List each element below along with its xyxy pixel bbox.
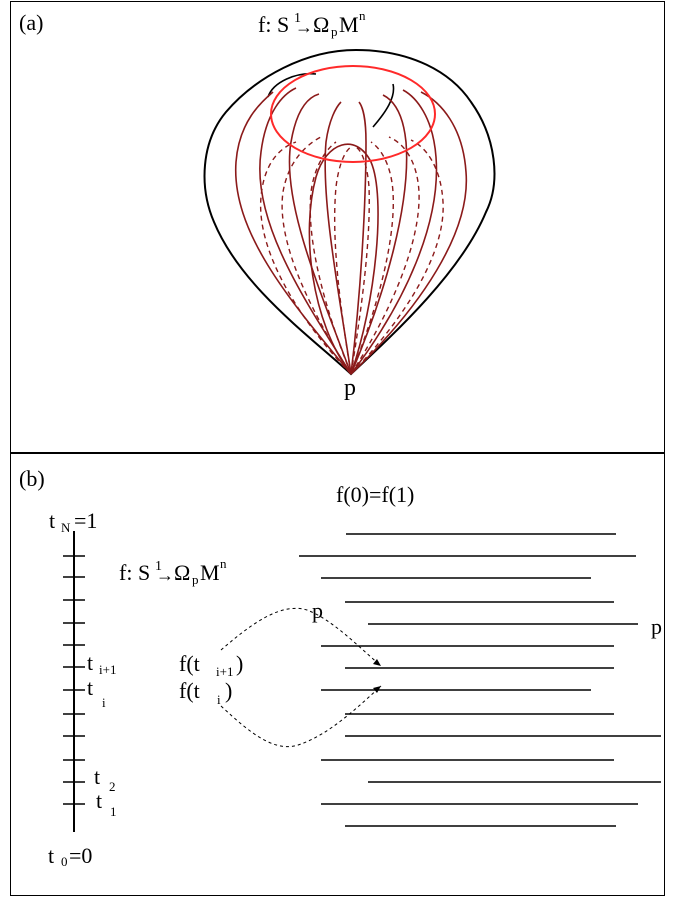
- hole-rim-right: [372, 83, 395, 128]
- t-1-label: t 1: [96, 788, 117, 819]
- svg-text:=1: =1: [74, 508, 97, 533]
- map-m: M: [200, 560, 220, 585]
- solid-loops: [234, 87, 468, 375]
- svg-text:i: i: [217, 692, 221, 707]
- arrowhead-upper: [373, 659, 381, 666]
- dashed-loop-5: [350, 141, 394, 375]
- panel-a-title: f: S 1 → Ω p M n: [258, 8, 366, 39]
- t-2-label: t 2: [94, 764, 116, 794]
- svg-text:t: t: [48, 843, 54, 868]
- svg-text:): ): [236, 651, 243, 676]
- solid-loop-9: [308, 143, 379, 375]
- t-0-label: t 0 =0: [48, 843, 92, 869]
- dashed-loop-7: [350, 139, 444, 375]
- title-m: M: [339, 12, 359, 37]
- panel-a: (a) f: S 1 → Ω p M n: [10, 1, 665, 453]
- t-i-plus-1-label: t i+1: [87, 650, 116, 677]
- panel-b: (b) f(0)=f(1) f: S 1 → Ω p M n: [10, 453, 665, 896]
- solid-loop-4: [324, 101, 352, 375]
- map-omega: Ω: [174, 560, 190, 585]
- svg-text:t: t: [87, 675, 93, 700]
- svg-text:t: t: [87, 650, 93, 675]
- point-p-right: p: [651, 614, 662, 639]
- panel-b-figure: (b) f(0)=f(1) f: S 1 → Ω p M n: [19, 466, 662, 869]
- f-t-i-plus-1: f(t i+1 ): [179, 651, 243, 679]
- title-f-s: f: S: [258, 12, 289, 37]
- dashed-loop-4: [350, 146, 370, 375]
- map-sup-n: n: [220, 556, 227, 571]
- svg-text:=0: =0: [69, 843, 92, 868]
- map-f-s: f: S: [119, 560, 150, 585]
- dashed-loop-6: [350, 136, 420, 375]
- dashed-loop-2: [309, 141, 352, 375]
- t-i-label: t i: [87, 675, 106, 710]
- svg-text:t: t: [96, 788, 102, 813]
- loop-segments: [299, 533, 661, 827]
- point-p-left: p: [312, 598, 323, 623]
- svg-text:t: t: [94, 764, 100, 789]
- map-arrow: →: [156, 565, 174, 585]
- svg-text:t: t: [49, 508, 55, 533]
- map-arrows: [220, 607, 382, 748]
- solid-loop-6: [350, 94, 408, 375]
- svg-text:): ): [225, 678, 232, 703]
- base-loop-circle: [270, 65, 436, 163]
- solid-loop-2: [259, 87, 352, 375]
- dashed-loops: [259, 136, 444, 375]
- panel-a-figure: (a) f: S 1 → Ω p M n: [19, 8, 496, 401]
- svg-text:f(t: f(t: [179, 678, 200, 703]
- f-t-i: f(t i ): [179, 678, 232, 707]
- point-p: p: [344, 375, 356, 401]
- svg-text:f(t: f(t: [179, 651, 200, 676]
- hole-rim-left: [267, 72, 317, 98]
- arrow-to-f-t-i: [220, 685, 382, 748]
- map-sup-1: 1: [155, 559, 162, 574]
- panel-b-label: (b): [19, 466, 45, 491]
- svg-text:1: 1: [110, 804, 117, 819]
- title-arrow: →: [295, 17, 313, 37]
- axis-ticks: [63, 555, 85, 805]
- dashed-loop-1: [281, 136, 352, 375]
- panel-a-label: (a): [19, 10, 43, 35]
- title-omega: Ω: [313, 12, 329, 37]
- svg-text:i+1: i+1: [216, 664, 233, 679]
- title-sub-p: p: [331, 24, 338, 39]
- dashed-loop-8: [259, 141, 352, 375]
- svg-text:i+1: i+1: [99, 662, 116, 677]
- periodic-condition: f(0)=f(1): [336, 482, 414, 507]
- solid-loop-1: [234, 91, 352, 375]
- dashed-loop-3: [334, 146, 352, 375]
- solid-loop-3: [288, 93, 352, 375]
- map-label: f: S 1 → Ω p M n: [119, 556, 227, 587]
- svg-text:0: 0: [61, 854, 68, 869]
- map-sub-p: p: [192, 572, 199, 587]
- title-sup-1: 1: [294, 11, 301, 26]
- arrow-to-f-t-i-plus-1: [220, 607, 382, 667]
- solid-loop-5: [350, 101, 367, 375]
- title-sup-n: n: [359, 8, 366, 23]
- solid-loop-8: [350, 91, 468, 375]
- solid-loop-7: [350, 89, 438, 375]
- svg-text:i: i: [102, 695, 106, 710]
- tN-label: t N =1: [49, 508, 97, 535]
- svg-text:2: 2: [109, 779, 116, 794]
- loop-space-outline: [203, 48, 496, 376]
- svg-text:N: N: [61, 520, 71, 535]
